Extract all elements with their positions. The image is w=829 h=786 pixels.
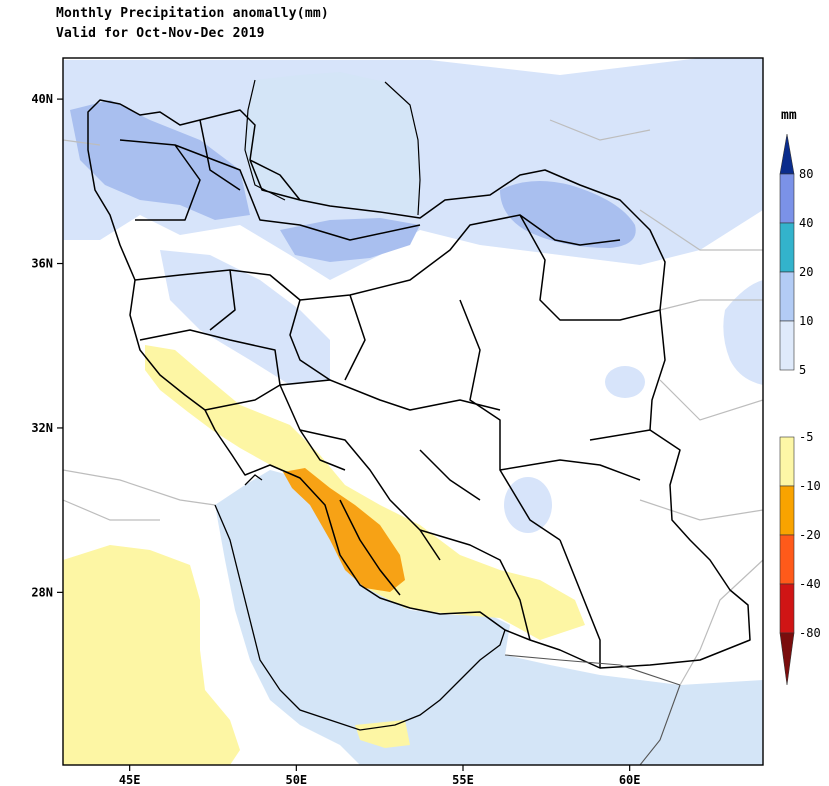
sea-areas: [215, 72, 763, 765]
legend-label: -20: [799, 528, 821, 542]
map-frame: [62, 57, 764, 766]
oman-border: [504, 654, 681, 765]
legend-label: -40: [799, 577, 821, 591]
legend-swatch: [779, 436, 795, 487]
legend-swatch: [779, 534, 795, 585]
legend-label: -5: [799, 430, 813, 444]
y-axis: 40N 36N 32N 28N: [31, 92, 63, 599]
legend-label: 5: [799, 363, 806, 377]
x-tick-label: 55E: [452, 773, 474, 786]
legend-label: -80: [799, 626, 821, 640]
legend-label: 10: [799, 314, 813, 328]
legend-swatch: [779, 271, 795, 322]
y-tick-label: 32N: [31, 421, 53, 435]
y-tick-label: 28N: [31, 585, 53, 599]
y-tick-label: 40N: [31, 92, 53, 106]
legend-swatch: [779, 485, 795, 536]
caspian-outline: [244, 79, 421, 216]
legend-swatch: [779, 222, 795, 273]
legend-swatch: [779, 583, 795, 634]
neighbor-borders: [63, 119, 763, 686]
map-subtitle: Valid for Oct-Nov-Dec 2019: [56, 26, 265, 41]
y-tick-label: 36N: [31, 257, 53, 271]
gulf-coastline: [214, 474, 506, 731]
map-content: [63, 58, 763, 765]
legend-swatch: [779, 133, 795, 175]
legend-label: 80: [799, 167, 813, 181]
iran-borders: [87, 99, 751, 669]
legend-label: 20: [799, 265, 813, 279]
legend-swatch: [779, 632, 795, 686]
legend-label: 40: [799, 216, 813, 230]
x-tick-label: 45E: [119, 773, 141, 786]
x-tick-label: 60E: [619, 773, 641, 786]
x-axis: 45E 50E 55E 60E: [119, 765, 641, 786]
legend-swatch: [779, 173, 795, 224]
legend-label: -10: [799, 479, 821, 493]
x-tick-label: 50E: [285, 773, 307, 786]
legend-unit: mm: [781, 108, 797, 123]
legend-colorbar: mm 80 40 20 10 5 -5 -10 -20 -40 -80: [779, 108, 821, 686]
legend-swatch: [779, 320, 795, 371]
map-title: Monthly Precipitation anomally(mm): [56, 6, 329, 21]
dry-anomaly-light: [63, 345, 585, 765]
